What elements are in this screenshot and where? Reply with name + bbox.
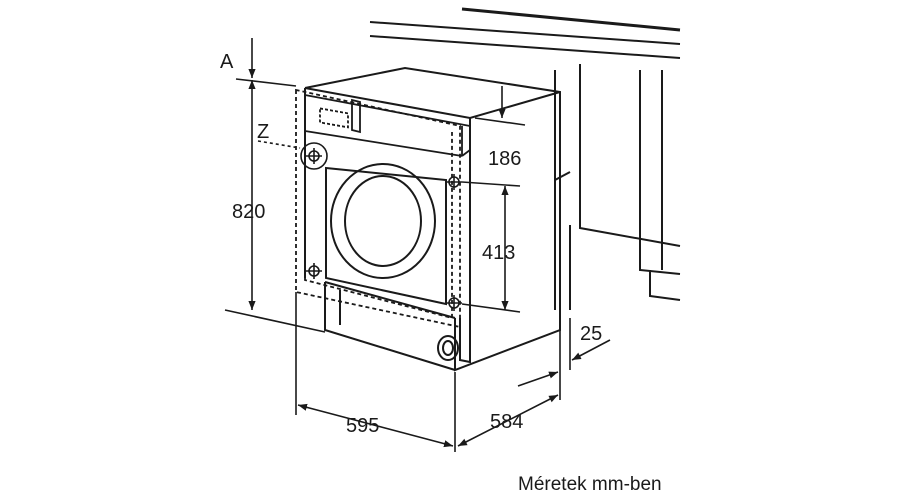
cabinet-outline	[369, 7, 681, 310]
door-frame	[325, 166, 447, 306]
label-a: A	[220, 51, 234, 73]
door-outline-dashed	[295, 88, 461, 329]
caption: Méretek mm-ben	[518, 474, 662, 495]
label-width: 595	[346, 415, 379, 437]
label-depth: 584	[490, 411, 523, 433]
dimension-lines	[224, 38, 611, 452]
washer-body	[304, 66, 561, 372]
porthole	[330, 163, 436, 279]
screw-marks	[300, 142, 462, 311]
pump-cover	[437, 335, 459, 361]
control-panel	[304, 94, 471, 157]
label-height: 820	[232, 201, 265, 223]
label-bolt-spacing: 413	[482, 242, 515, 264]
dimension-labels: A Z 820 186 413 25 584 595 Méretek mm-be…	[220, 51, 662, 495]
label-top-offset: 186	[488, 148, 521, 170]
label-z: Z	[257, 121, 269, 143]
label-back-offset: 25	[580, 323, 602, 345]
